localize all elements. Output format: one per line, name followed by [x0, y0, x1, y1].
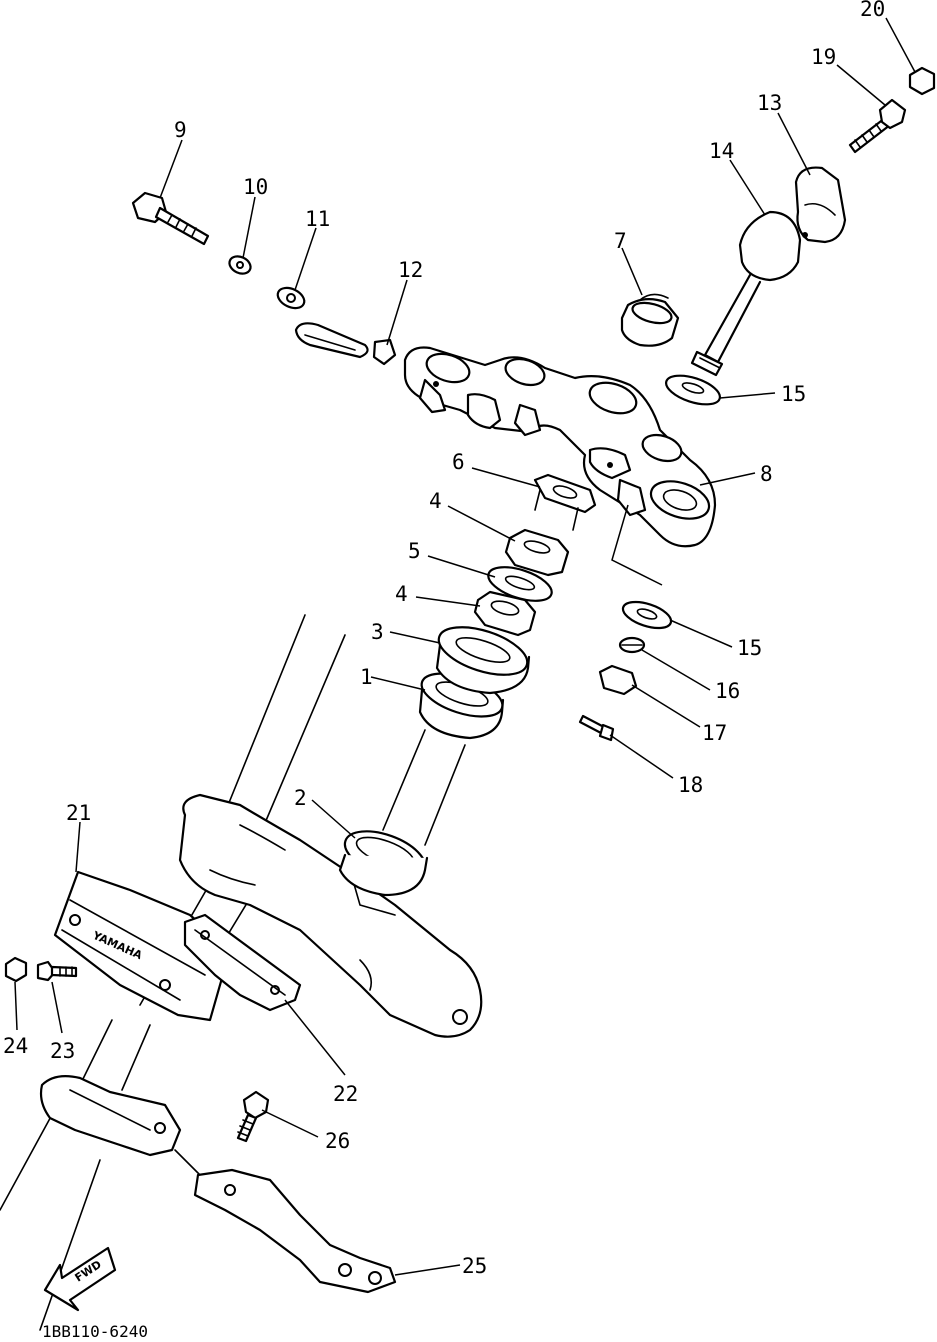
- callout-6: 6: [452, 450, 465, 474]
- callout-1: 1: [360, 665, 373, 689]
- nut-20: [908, 66, 936, 96]
- washer: [487, 566, 553, 602]
- callout-12: 12: [398, 258, 423, 282]
- upper-bearing: [435, 626, 531, 695]
- connector-line: [611, 504, 663, 586]
- callout-4-lower: 4: [395, 582, 408, 606]
- callout-18: 18: [678, 773, 703, 797]
- nut-24: [4, 956, 28, 983]
- washer-15-lower: [621, 600, 673, 630]
- bracket-plate: [183, 913, 302, 1012]
- callout-7: 7: [614, 229, 627, 253]
- callout-26: 26: [325, 1129, 350, 1153]
- callout-21: 21: [66, 801, 91, 825]
- handlebar-holder-upper: [794, 166, 847, 244]
- lock-washer: [533, 473, 597, 531]
- callout-22: 22: [333, 1082, 358, 1106]
- bolt-26: [236, 1090, 270, 1143]
- cable-guide: [294, 322, 397, 366]
- steering-stem-nut: [620, 293, 680, 347]
- brake-hose-holder: [193, 1168, 397, 1294]
- bolt-18: [578, 714, 615, 742]
- callout-24: 24: [3, 1034, 28, 1058]
- ring-nut-upper: [504, 528, 570, 577]
- under-bracket: [178, 729, 483, 1038]
- callout-10: 10: [243, 175, 268, 199]
- lower-bearing: [338, 830, 429, 897]
- upper-bracket: [403, 346, 717, 548]
- callout-20: 20: [860, 0, 885, 21]
- callout-11: 11: [305, 207, 330, 231]
- callout-14: 14: [709, 139, 734, 163]
- callout-17: 17: [702, 721, 727, 745]
- callout-2: 2: [294, 786, 307, 810]
- callout-19: 19: [811, 45, 836, 69]
- callout-16: 16: [715, 679, 740, 703]
- bolt-9: [131, 191, 210, 246]
- ring-nut-lower: [473, 590, 537, 637]
- callout-15-lower: 15: [737, 636, 762, 660]
- leader-lines: [14, 17, 916, 1276]
- callout-23: 23: [50, 1039, 75, 1063]
- washer-11: [276, 286, 306, 310]
- bolt-23: [36, 960, 78, 982]
- callout-labels: 1 2 3 4 4 5 6 7 8 9 10 11 12 13 14 15 15…: [3, 0, 885, 1278]
- callout-9: 9: [174, 118, 187, 142]
- lower-fork: [39, 1075, 201, 1176]
- callout-25: 25: [462, 1254, 487, 1278]
- callout-13: 13: [757, 91, 782, 115]
- emblem-plate: YAMAHA: [53, 870, 232, 1022]
- callout-8: 8: [760, 462, 773, 486]
- washer-16: [618, 636, 646, 654]
- nut-17: [598, 664, 638, 696]
- callout-3: 3: [371, 620, 384, 644]
- fwd-arrow-icon: FWD: [43, 1246, 117, 1312]
- callout-4-upper: 4: [429, 489, 442, 513]
- bolt-19: [848, 98, 907, 154]
- washer-15-upper: [665, 374, 721, 406]
- callout-15-upper: 15: [781, 382, 806, 406]
- washer-10: [228, 255, 252, 275]
- handlebar-holder-lower: [690, 210, 802, 377]
- callout-5: 5: [408, 539, 421, 563]
- drawing-code: 1BB110-6240: [42, 1322, 148, 1341]
